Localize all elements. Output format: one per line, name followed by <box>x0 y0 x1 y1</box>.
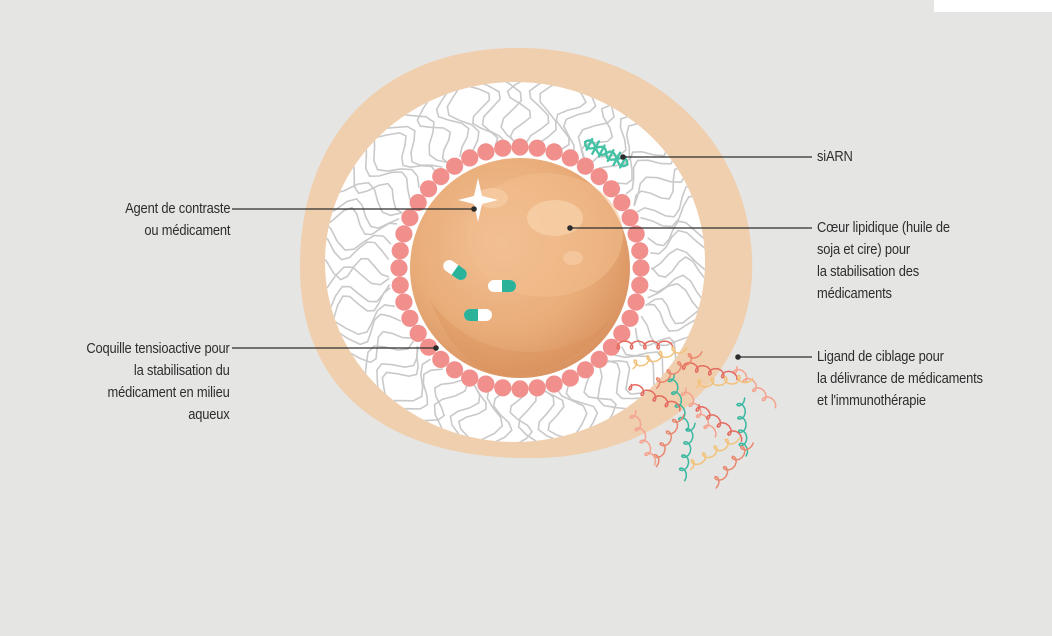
surfactant-bead-icon <box>577 158 594 175</box>
ligand-leader-line <box>736 355 812 359</box>
surfactant-bead-icon <box>603 180 620 197</box>
surfactant-bead-icon <box>392 277 409 294</box>
surfactant-bead-icon <box>628 294 645 311</box>
surfactant-bead-icon <box>390 259 407 276</box>
surfactant-bead-icon <box>546 376 563 393</box>
surfactant-bead-icon <box>511 138 528 155</box>
surfactant-bead-icon <box>420 180 437 197</box>
surfactant-bead-icon <box>577 361 594 378</box>
ligand-strand <box>737 398 748 456</box>
sirna-label: siARN <box>817 146 853 168</box>
ligand-strand <box>691 438 740 469</box>
surfactant-bead-icon <box>546 143 563 160</box>
drug-capsule-icon <box>488 280 516 292</box>
ligand-label: Ligand de ciblage pour la délivrance de … <box>817 346 983 412</box>
surfactant-bead-icon <box>591 351 608 368</box>
surfactant-bead-icon <box>562 370 579 387</box>
surfactant-bead-icon <box>392 242 409 259</box>
surfactant-bead-icon <box>622 310 639 327</box>
surfactant-bead-icon <box>401 310 418 327</box>
ligand-strand <box>680 423 696 480</box>
ligand-strand <box>733 367 775 408</box>
surfactant-bead-icon <box>494 140 511 157</box>
shell-label: Coquille tensioactive pour la stabilisat… <box>87 338 230 426</box>
surfactant-bead-icon <box>401 209 418 226</box>
surfactant-bead-icon <box>410 325 427 342</box>
surfactant-bead-icon <box>631 277 648 294</box>
surfactant-bead-icon <box>591 168 608 185</box>
surfactant-bead-icon <box>529 379 546 396</box>
surfactant-bead-icon <box>631 242 648 259</box>
surfactant-bead-icon <box>432 351 449 368</box>
surfactant-bead-icon <box>461 149 478 166</box>
surfactant-bead-icon <box>613 325 630 342</box>
surfactant-bead-icon <box>446 158 463 175</box>
surfactant-bead-icon <box>477 376 494 393</box>
surfactant-bead-icon <box>613 194 630 211</box>
surfactant-bead-icon <box>494 379 511 396</box>
surfactant-bead-icon <box>432 168 449 185</box>
surfactant-bead-icon <box>395 294 412 311</box>
surfactant-bead-icon <box>632 259 649 276</box>
ligand-strand <box>696 405 742 441</box>
ligand-strand <box>715 443 753 488</box>
surfactant-bead-icon <box>461 370 478 387</box>
drug-capsule-icon <box>464 309 492 321</box>
surfactant-bead-icon <box>511 380 528 397</box>
core-label: Cœur lipidique (huile de soja et cire) p… <box>817 217 950 305</box>
surfactant-bead-icon <box>446 361 463 378</box>
surfactant-bead-icon <box>477 143 494 160</box>
agent-label: Agent de contraste ou médicament <box>125 198 230 242</box>
surfactant-bead-icon <box>529 140 546 157</box>
surfactant-bead-icon <box>562 149 579 166</box>
surfactant-bead-icon <box>622 209 639 226</box>
surfactant-bead-icon <box>395 225 412 242</box>
